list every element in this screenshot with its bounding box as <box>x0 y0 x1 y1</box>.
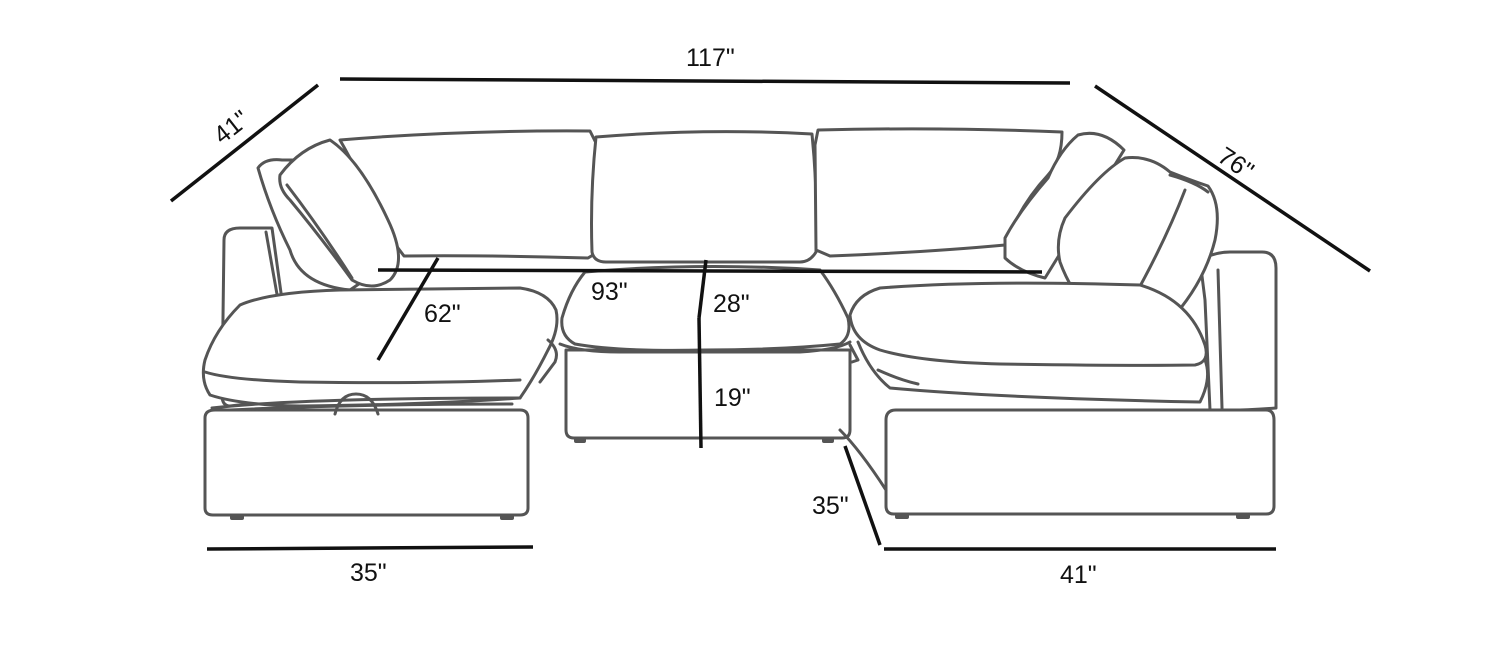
back-cushion-center <box>590 130 818 264</box>
center-seat-cushion <box>560 264 851 352</box>
label-right-depth: 76" <box>1213 142 1259 186</box>
dim-line-inner-width <box>377 268 1043 274</box>
dim-line-back-height <box>697 259 708 319</box>
dim-line-ottoman-width <box>206 545 534 551</box>
right-corner-base <box>884 408 1276 516</box>
label-left-depth: 41" <box>208 105 254 150</box>
center-seat-base <box>564 348 852 440</box>
center-foot-left <box>574 437 586 443</box>
left-ottoman-base <box>203 408 530 517</box>
label-ottoman-depth: 35" <box>812 492 849 520</box>
left-ottoman-cushion <box>201 286 559 408</box>
right-corner-cushion <box>848 281 1208 367</box>
storage-handle <box>333 392 380 416</box>
dim-line-left-depth <box>169 83 320 203</box>
right-arm <box>1198 250 1278 412</box>
right-corner-seat <box>838 281 1276 519</box>
label-ottoman-width: 35" <box>350 559 387 587</box>
left-side-pillow <box>278 138 400 288</box>
label-back-height: 28" <box>713 290 750 318</box>
dim-line-overall-width <box>339 77 1071 85</box>
dim-line-ottoman-depth <box>843 445 882 546</box>
center-foot-right <box>822 437 834 443</box>
dim-line-chaise-length <box>376 257 440 361</box>
dim-line-seat-height <box>697 317 703 449</box>
dimension-lines <box>169 77 1371 551</box>
label-corner-width: 41" <box>1060 561 1097 589</box>
right-arm-body <box>1198 250 1278 412</box>
back-cushions <box>338 127 1064 264</box>
dim-line-right-depth <box>1094 84 1371 273</box>
back-cushion-right <box>813 127 1064 258</box>
left-ottoman <box>201 286 559 520</box>
label-chaise-length: 62" <box>424 300 461 328</box>
label-overall-width: 117" <box>686 44 735 72</box>
label-seat-height: 19" <box>714 384 751 412</box>
center-seat <box>558 264 852 443</box>
right-back-panel <box>1003 131 1126 280</box>
label-inner-width: 93" <box>591 278 628 306</box>
